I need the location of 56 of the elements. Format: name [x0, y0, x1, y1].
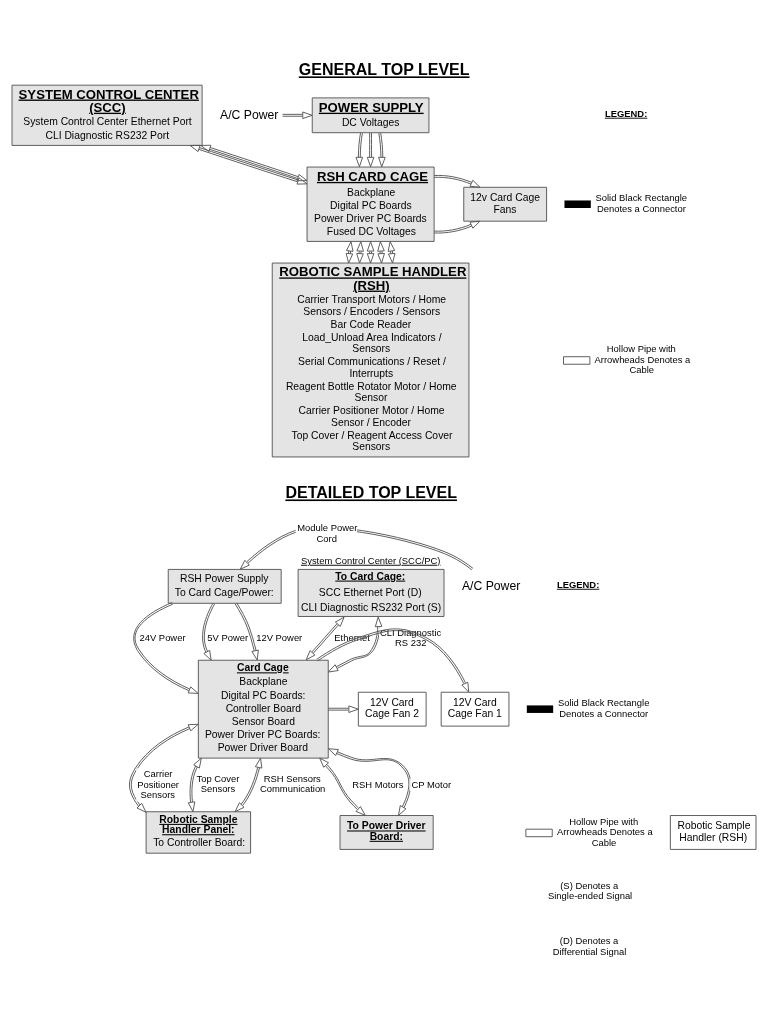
edge-label: Module Power Cord: [297, 522, 358, 544]
arrow: [433, 174, 481, 188]
arrow: [187, 757, 202, 813]
label: LEGEND:: [604, 107, 648, 119]
label: DETAILED TOP LEVEL: [285, 484, 457, 502]
node-box: Card Cage Backplane Digital PC Boards: Controller Board Sensor Board Power Driver PC Boards: Power Driver Board: [197, 659, 329, 759]
arrow: [234, 602, 259, 661]
node-box: 12V Card Cage Fan 1: [440, 691, 510, 727]
arrow: [305, 616, 345, 661]
arrow: [133, 602, 199, 694]
node-box: 12v Card Cage Fans: [463, 186, 548, 222]
node-box: To Power Driver Board:: [339, 815, 434, 850]
arrow: [366, 132, 375, 168]
node-box: 12V Card Cage Fan 2: [357, 691, 427, 727]
node-text: A/C Power: [220, 107, 279, 122]
arrow: [327, 616, 383, 673]
label: (D) Denotes a Differential Signal: [552, 935, 627, 957]
edge-label: RSH Sensors Communication: [260, 773, 326, 795]
arrow: [189, 144, 308, 185]
arrow: [234, 757, 263, 813]
legend-label: Hollow Pipe with Arrowheads Denotes a Cable: [594, 343, 691, 376]
arrow: [202, 602, 216, 661]
legend-label: Solid Black Rectangle Denotes a Connector: [557, 697, 650, 719]
diagram-title: GENERAL TOP LEVEL: [298, 61, 470, 79]
edge-label: Ethernet: [334, 632, 370, 644]
arrow: [327, 705, 359, 713]
node-box: ROBOTIC SAMPLE HANDLER (RSH) Carrier Transport Motors / Home Sensors / Encoders / Sensors Bar Code Reader Load_Unload Area Indicators / Sensors Serial Communications / Reset / Interrupts Reagent Bottle Rotator Motor / Home Sensor Carrier Positioner Motor / Home Sensor / Encoder Top Cover / Reagent Access Cover Sensors: [271, 262, 470, 458]
edge-label: Carrier Positioner Sensors: [137, 768, 179, 801]
node-box: RSH Power Supply To Card Cage/Power:: [167, 568, 282, 604]
edge-label: RSH Motors: [352, 778, 404, 790]
legend-label: Hollow Pipe with Arrowheads Denotes a Cable: [556, 815, 653, 848]
arrow: [433, 220, 481, 234]
node-label: System Control Center (SCC/PC): [300, 554, 441, 566]
node-box: Robotic Sample Handler Panel: To Controller Board:: [145, 811, 252, 854]
arrow: [319, 757, 366, 816]
node-box: POWER SUPPLY DC Voltages: [311, 97, 430, 134]
node-box: RSH CARD CAGE Backplane Digital PC Boards Power Driver PC Boards Fused DC Voltages: [306, 166, 435, 242]
arrow: [356, 241, 364, 264]
label: (S) Denotes a Single-ended Signal: [548, 879, 633, 902]
label: LEGEND:: [556, 578, 600, 590]
node-box: SYSTEM CONTROL CENTER (SCC) System Control Center Ethernet Port CLI Diagnostic RS232 Port: [11, 84, 203, 146]
arrow: [282, 111, 313, 120]
node-text: A/C Power: [461, 578, 521, 593]
edge-label: 12V Power: [256, 632, 303, 644]
edge-label: CP Motor: [411, 778, 452, 790]
legend-label: Solid Black Rectangle Denotes a Connector: [595, 192, 688, 214]
arrow: [129, 723, 199, 813]
arrow: [378, 132, 386, 168]
edge-label: 5V Power: [207, 632, 249, 644]
node-box: Robotic Sample Handler (RSH): [669, 815, 757, 850]
arrow: [200, 144, 308, 182]
edge-label: CLI Diagnostic RS 232: [380, 626, 442, 649]
edge-label: 24V Power: [139, 632, 186, 644]
arrow: [355, 132, 364, 168]
arrow: [328, 748, 412, 816]
edge-label: Top Cover Sensors: [196, 773, 240, 795]
